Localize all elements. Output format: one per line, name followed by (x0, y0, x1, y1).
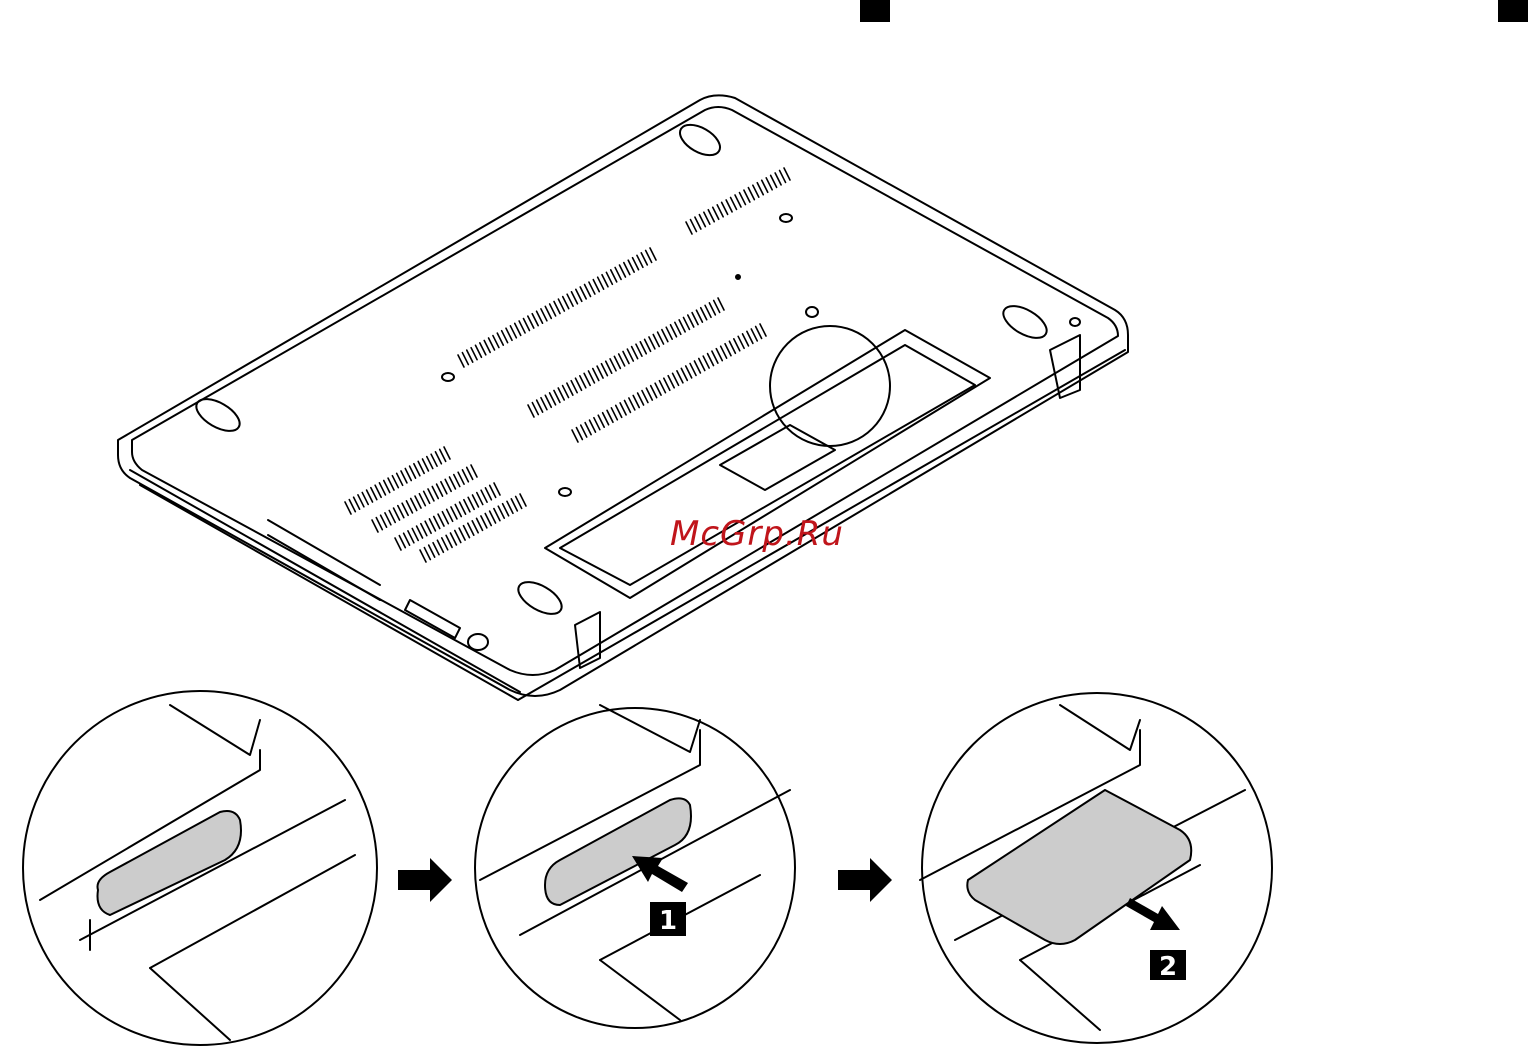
detail-circle-initial (23, 691, 377, 1045)
detail-circle-pull (920, 693, 1272, 1043)
arrow-right-icon (398, 858, 452, 902)
step-1-label: 1 (659, 906, 677, 936)
watermark: McGrp.Ru (670, 514, 844, 554)
detail-circle-push (475, 705, 795, 1028)
step-badge-1: 1 (650, 902, 686, 936)
arrow-right-icon (838, 858, 892, 902)
pull-arrow-icon (1126, 898, 1180, 930)
compartment (545, 330, 1080, 668)
step-badge-2: 2 (1150, 950, 1186, 982)
step-2-label: 2 (1159, 952, 1177, 982)
push-arrow-icon (632, 856, 688, 892)
magnify-circle (770, 326, 890, 446)
laptop-bottom-view (118, 95, 1128, 700)
side-ports (268, 520, 488, 650)
vents (345, 168, 790, 562)
